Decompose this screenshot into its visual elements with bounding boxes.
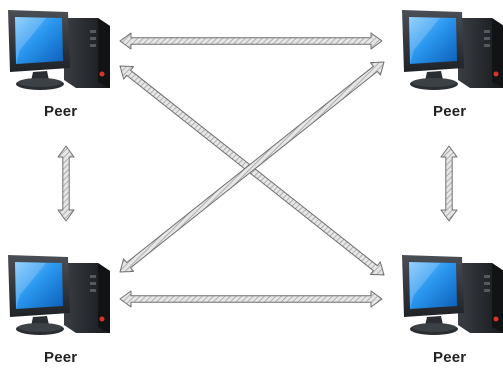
- double-headed-arrow-top-right-to-bottom-left-icon: [119, 61, 385, 273]
- desktop-computer-top-right-icon: [402, 10, 503, 90]
- desktop-computer-bottom-left-icon: [8, 255, 110, 335]
- desktop-computer-bottom-right-icon: [402, 255, 503, 335]
- double-headed-arrow-top-left-to-bottom-left-icon: [57, 145, 75, 222]
- peer-label-bottom-right: Peer: [433, 349, 467, 366]
- computers-layer: [8, 10, 503, 335]
- peer-label-bottom-left: Peer: [44, 349, 78, 366]
- desktop-computer-top-left-icon: [8, 10, 110, 90]
- links-layer: [57, 32, 458, 308]
- double-headed-arrow-top-left-to-top-right-icon: [119, 32, 383, 50]
- peer-label-top-right: Peer: [433, 103, 467, 120]
- double-headed-arrow-bottom-left-to-bottom-right-icon: [119, 290, 383, 308]
- double-headed-arrow-top-right-to-bottom-right-icon: [440, 145, 458, 222]
- peer-label-top-left: Peer: [44, 103, 78, 120]
